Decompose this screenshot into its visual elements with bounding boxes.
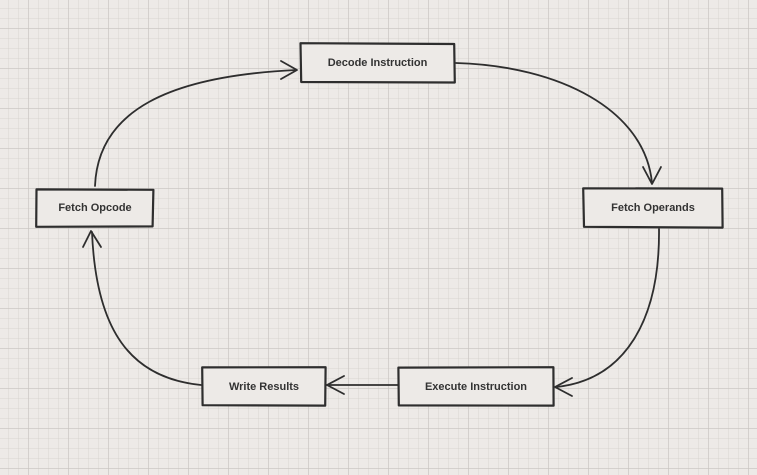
node-decode-instruction[interactable]: Decode Instruction — [299, 42, 456, 84]
node-fetch-operands[interactable]: Fetch Operands — [582, 187, 724, 229]
edge-write-to-fetch-opcode — [82, 230, 202, 386]
node-frame — [299, 42, 456, 84]
node-write-results[interactable]: Write Results — [201, 366, 327, 407]
edge-execute-to-write — [326, 375, 399, 395]
node-label: Fetch Operands — [611, 202, 695, 214]
edge-decode-to-fetch-operands — [455, 62, 662, 185]
node-fetch-opcode[interactable]: Fetch Opcode — [35, 188, 155, 228]
node-frame — [582, 187, 724, 229]
node-label: Fetch Opcode — [58, 202, 132, 214]
node-label: Decode Instruction — [327, 57, 428, 69]
node-frame — [201, 366, 327, 407]
node-label: Execute Instruction — [424, 380, 528, 393]
node-label: Write Results — [228, 380, 300, 393]
node-frame — [35, 188, 155, 228]
edge-fetch-opcode-to-decode — [94, 60, 298, 187]
node-execute-instruction[interactable]: Execute Instruction — [397, 366, 555, 407]
edge-fetch-operands-to-execute — [554, 228, 660, 397]
node-frame — [397, 366, 555, 407]
